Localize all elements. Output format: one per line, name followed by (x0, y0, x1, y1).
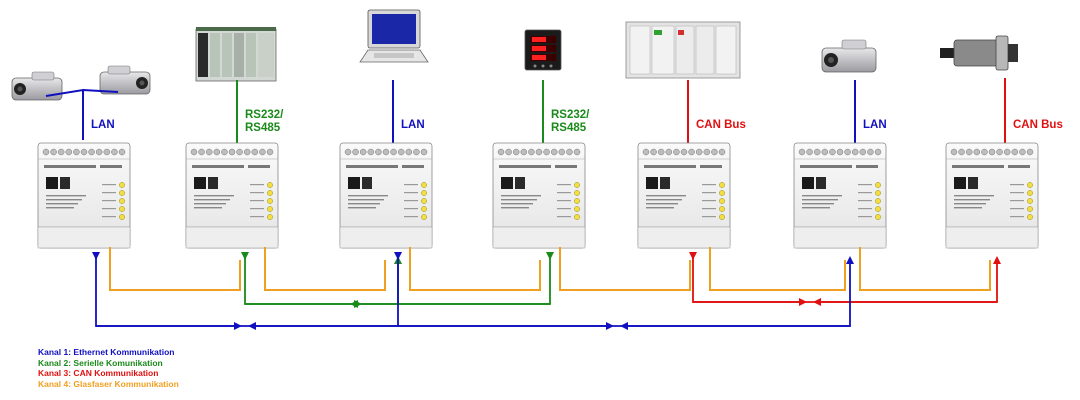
cylindrical-sensor-icon (940, 35, 1018, 71)
link-label: RS232/ (551, 109, 590, 121)
panel-meter-icon (524, 29, 562, 71)
converter-module (793, 142, 887, 249)
ethernet-bus-lines (92, 252, 854, 330)
link-label: LAN (863, 119, 887, 131)
link-label: RS485 (245, 122, 281, 134)
converter-module (37, 142, 131, 249)
converter-module (945, 142, 1039, 249)
can-bus-lines (689, 252, 1001, 306)
legend: Kanal 1: Ethernet Kommunikation Kanal 2:… (38, 347, 179, 389)
link-label: LAN (91, 119, 115, 131)
link-connector: CAN Bus (687, 80, 746, 143)
link-label: RS485 (551, 122, 587, 134)
converter-module (492, 142, 586, 249)
legend-item-ethernet: Kanal 1: Ethernet Kommunikation (38, 347, 175, 357)
link-connector: CAN Bus (1004, 78, 1063, 143)
legend-item-fiber: Kanal 4: Glasfaser Kommunikation (38, 378, 179, 389)
converter-module (637, 142, 731, 249)
link-label: CAN Bus (696, 119, 746, 131)
converter-module (185, 142, 279, 249)
legend-item-can: Kanal 3: CAN Kommunikation (38, 368, 159, 379)
legend-item-serial: Kanal 2: Serielle Komunikation (38, 357, 163, 368)
link-label: LAN (401, 119, 425, 131)
link-connector: RS232/RS485 (542, 80, 590, 143)
ip-camera-pair-icon (11, 65, 151, 140)
link-label: CAN Bus (1013, 119, 1063, 131)
link-connector: RS232/RS485 (236, 80, 284, 143)
plc-io-rack-icon (195, 27, 277, 82)
fiber-bus-lines (109, 247, 991, 291)
link-connector: LAN (854, 80, 887, 143)
link-connector: LAN (392, 80, 425, 143)
laptop-icon (359, 9, 429, 63)
ip-camera-icon (821, 39, 877, 73)
converter-module (339, 142, 433, 249)
link-label: RS232/ (245, 109, 284, 121)
link-connector: LAN (91, 119, 115, 131)
allen-bradley-plc-icon (625, 21, 741, 79)
